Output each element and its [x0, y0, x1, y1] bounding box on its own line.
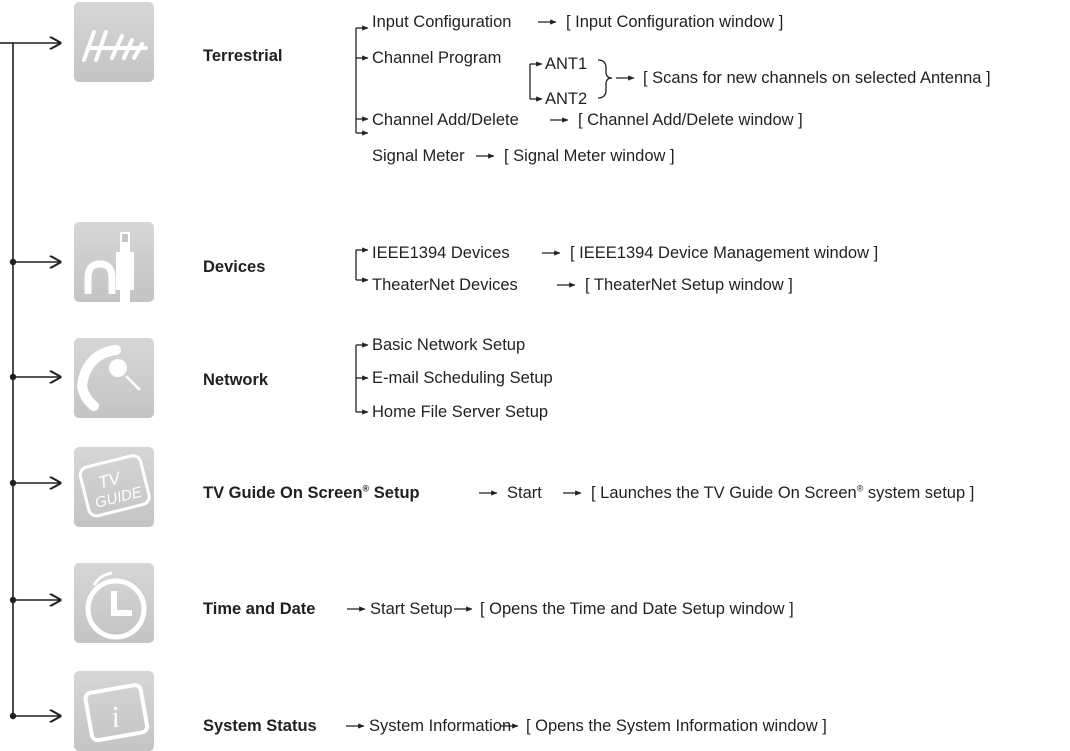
menu-item-signal-meter: Signal Meter [372, 147, 465, 165]
category-label-terrestrial: Terrestrial [203, 47, 283, 65]
menu-item-channel-add-delete: Channel Add/Delete [372, 111, 519, 129]
category-label-time-and-date: Time and Date [203, 600, 316, 618]
menu-item-email-scheduling-setup: E-mail Scheduling Setup [372, 369, 553, 387]
menu-item-theaternet-devices: TheaterNet Devices [372, 276, 518, 294]
menu-item-ieee1394-devices: IEEE1394 Devices [372, 244, 510, 262]
step-tv-guide-start: Start [507, 484, 542, 502]
sub-item-ant1: ANT1 [545, 55, 588, 73]
antenna-icon [74, 2, 154, 82]
menu-item-input-configuration: Input Configuration [372, 13, 512, 31]
tv-guide-name: TV Guide On Screen [203, 484, 363, 502]
tv-guide-registered-mark: ® [362, 483, 370, 494]
result-system-status: [ Opens the System Information window ] [526, 717, 827, 735]
step-system-information: System Information [369, 717, 512, 735]
info-icon: i [74, 671, 154, 751]
result-channel-add-delete: [ Channel Add/Delete window ] [578, 111, 803, 129]
result-time-and-date: [ Opens the Time and Date Setup window ] [480, 600, 794, 618]
step-time-and-date-start-setup: Start Setup [370, 600, 453, 618]
category-label-network: Network [203, 371, 269, 389]
menu-item-basic-network-setup: Basic Network Setup [372, 336, 526, 354]
result-tv-guide-pre: [ Launches the TV Guide On Screen [591, 484, 857, 502]
result-tv-guide-post: system setup ] [863, 484, 975, 502]
result-ieee1394-devices: [ IEEE1394 Device Management window ] [570, 244, 879, 262]
clock-icon [74, 563, 154, 643]
menu-item-home-file-server-setup: Home File Server Setup [372, 403, 549, 421]
tv-guide-icon: TV GUIDE [74, 447, 154, 527]
result-signal-meter: [ Signal Meter window ] [504, 147, 675, 165]
result-input-configuration: [ Input Configuration window ] [566, 13, 784, 31]
info-icon-text: i [108, 700, 122, 734]
sub-item-ant2: ANT2 [545, 90, 588, 108]
category-label-devices: Devices [203, 258, 266, 276]
tv-guide-name-suffix: Setup [369, 484, 420, 502]
menu-item-channel-program: Channel Program [372, 49, 502, 67]
category-label-tv-guide-setup: TV Guide On Screen® Setup [203, 483, 420, 503]
category-label-system-status: System Status [203, 717, 317, 735]
cable-plug-icon [74, 222, 154, 302]
result-tv-guide-mark: ® [856, 483, 864, 494]
result-theaternet-devices: [ TheaterNet Setup window ] [585, 276, 793, 294]
result-channel-program: [ Scans for new channels on selected Ant… [643, 69, 991, 87]
result-tv-guide: [ Launches the TV Guide On Screen® syste… [591, 483, 974, 503]
network-icon [74, 338, 154, 418]
